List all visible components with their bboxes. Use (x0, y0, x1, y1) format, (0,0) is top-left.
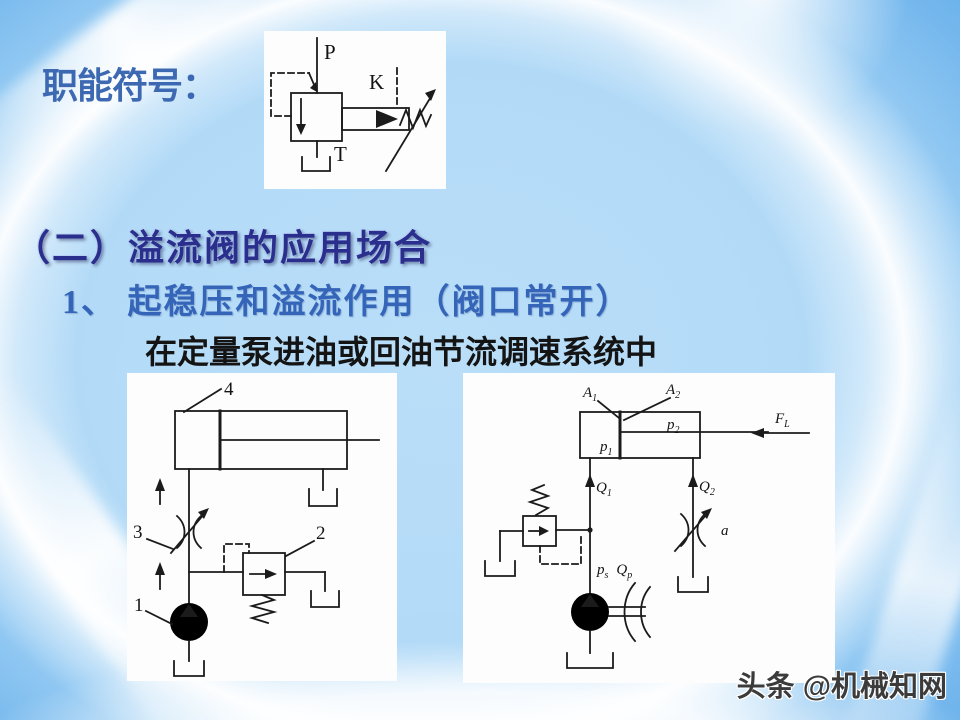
right-circuit-diagram: A1 A2 p1 p2 FL Q1 (484, 382, 810, 669)
label-pump: 1 (134, 595, 144, 616)
relief-valve-functional-symbol: P (270, 37, 436, 173)
label-a2: A2 (665, 382, 680, 401)
pump-symbol (566, 581, 652, 669)
label-relief-valve: 2 (316, 523, 326, 544)
leader-line-a1 (596, 399, 621, 420)
adjustment-arrow (384, 89, 436, 173)
label-throttle-a: a (721, 523, 729, 539)
junction-dot (587, 527, 593, 533)
port-label-k: K (369, 70, 384, 94)
label-p2: p2 (666, 417, 680, 436)
functional-symbol-label: 职能符号： (42, 66, 218, 106)
tank-port-line (301, 140, 331, 172)
flow-arrow-up (155, 562, 165, 590)
load-force-arrow (751, 428, 810, 438)
throttle-valve-symbol (169, 508, 209, 555)
flow-arrow-q1 (585, 474, 595, 487)
label-cylinder: 4 (224, 379, 234, 400)
pump-symbol (170, 603, 208, 677)
label-throttle: 3 (133, 522, 143, 543)
spring-symbol (398, 107, 433, 131)
watermark: 头条 @机械知网 (736, 671, 947, 703)
body-text: 在定量泵进油或回油节流调速系统中 (145, 334, 658, 370)
leader-line-1 (144, 609, 174, 626)
left-circuit-diagram: 4 3 (133, 379, 380, 677)
valve-symbol-panel: P (264, 31, 446, 189)
section-heading: （二）溢流阀的应用场合 (14, 227, 433, 268)
valve-output-section (341, 107, 410, 131)
port-label-t: T (334, 142, 347, 166)
leader-line-a2 (622, 396, 672, 422)
leader-line-2 (284, 539, 316, 558)
pilot-connection-arrow (307, 71, 317, 92)
leader-line-4 (182, 387, 223, 414)
tank-symbol (677, 576, 709, 593)
relief-valve-symbol (484, 483, 582, 577)
tank-symbol (308, 468, 338, 507)
flow-arrow-up (155, 478, 165, 505)
leader-line-3 (145, 537, 175, 551)
label-a1: A1 (582, 385, 597, 404)
port-label-p: P (324, 40, 336, 64)
label-p1: p1 (599, 439, 613, 458)
valve-body (290, 92, 343, 142)
label-load-force: FL (774, 411, 790, 430)
label-q1: Q1 (596, 480, 612, 499)
subsection-heading: 1、 起稳压和溢流作用（阀口常开） (62, 284, 632, 321)
relief-valve-symbol (223, 543, 340, 625)
flow-arrow-q2 (688, 474, 698, 487)
label-q2: Q2 (699, 479, 715, 498)
left-circuit-panel: 4 3 (127, 373, 397, 681)
throttle-valve-symbol (673, 508, 712, 553)
right-circuit-panel: A1 A2 p1 p2 FL Q1 (463, 373, 835, 683)
cylinder-symbol (174, 409, 380, 471)
pilot-line-dashed (270, 72, 310, 117)
